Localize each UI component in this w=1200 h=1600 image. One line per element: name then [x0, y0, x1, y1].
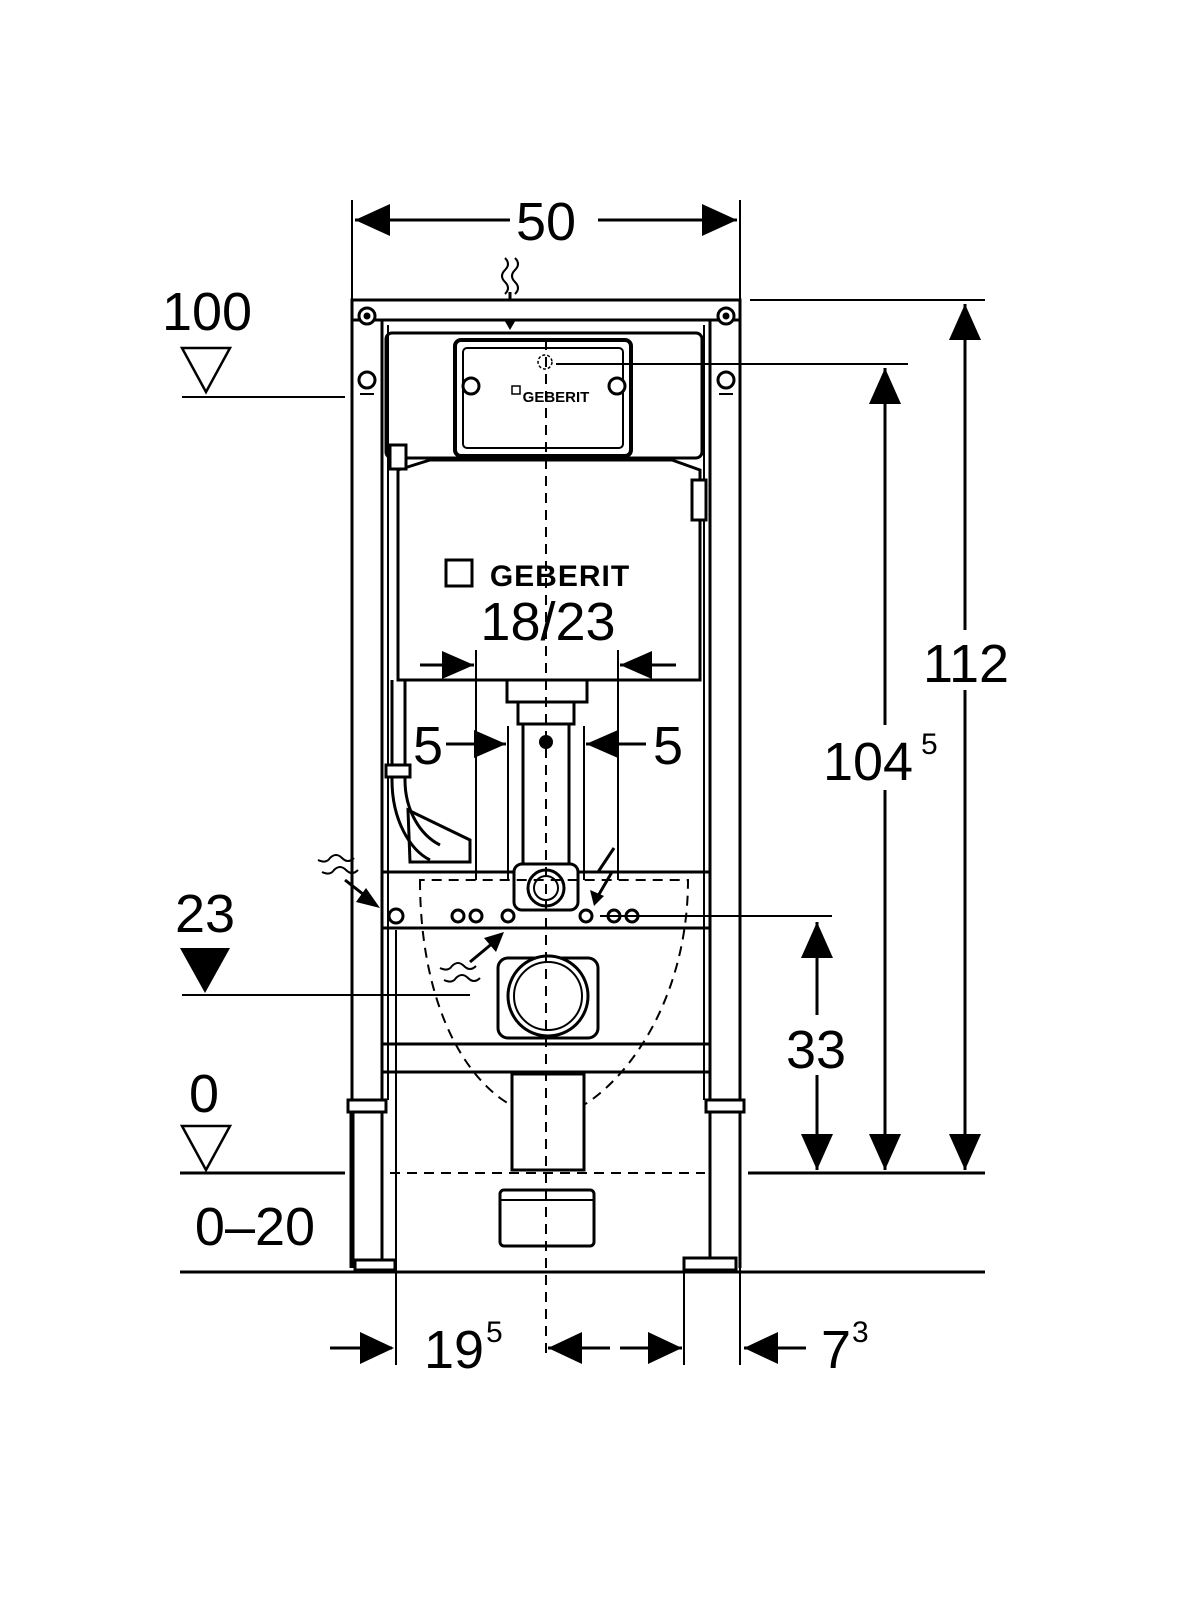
offset-right-sup: 3	[852, 1316, 869, 1349]
height-33-label: 33	[786, 1020, 846, 1080]
offset-right-label: 7	[821, 1320, 851, 1380]
dimension-width: 50	[351, 192, 741, 300]
cistern: GEBERIT 18/23	[388, 443, 708, 682]
dimension-offset-left: 19 5	[330, 930, 503, 1380]
level-100-marker: 100	[162, 282, 345, 398]
flush-hose	[384, 680, 472, 864]
dimension-height-33: 33	[600, 915, 855, 1170]
ventilation-icon	[317, 854, 504, 983]
level-triangle-icon	[179, 346, 233, 395]
cistern-brand: GEBERIT	[490, 560, 630, 593]
actuation-plate: GEBERIT	[453, 338, 633, 458]
drain-connection	[496, 954, 600, 1248]
level-23-label: 23	[175, 884, 235, 944]
floor-range-marker: 0–20	[180, 1197, 985, 1274]
frame	[346, 298, 746, 1272]
gap-left-label: 5	[413, 716, 443, 776]
dimension-height-total: 112	[750, 299, 1015, 1170]
dimension-height-actuation: 104 5	[556, 363, 945, 1170]
dimension-gap-right: 5	[583, 650, 683, 880]
dimension-offset-right: 7 3	[739, 1268, 869, 1380]
width-label: 50	[516, 192, 576, 252]
cistern-size-label: 18/23	[480, 592, 615, 652]
dimension-center-to-foot	[548, 1258, 685, 1365]
height-actuation-label: 104	[823, 732, 913, 792]
plate-brand: GEBERIT	[523, 389, 590, 406]
height-actuation-sup: 5	[921, 728, 938, 761]
level-0-label: 0	[189, 1064, 219, 1124]
level-23-marker: 23	[175, 884, 470, 996]
offset-left-label: 19	[424, 1320, 484, 1380]
height-total-label: 112	[923, 634, 1009, 694]
level-0-marker: 0	[179, 1064, 985, 1175]
gap-right-label: 5	[653, 716, 683, 776]
electrical-icon	[590, 847, 616, 906]
floor-range-label: 0–20	[195, 1197, 315, 1257]
dimension-gap-left: 5	[413, 650, 509, 880]
offset-left-sup: 5	[486, 1316, 503, 1349]
level-100-label: 100	[162, 282, 252, 342]
